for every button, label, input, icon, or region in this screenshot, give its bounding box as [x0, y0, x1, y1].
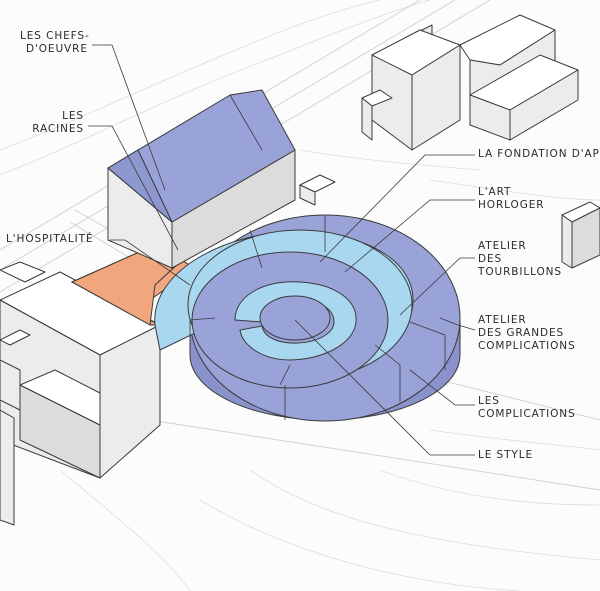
leader-lines — [88, 44, 476, 456]
label-chefs-doeuvre-line2: D'OEUVRE — [26, 43, 88, 55]
spiral-pavilion — [154, 214, 461, 422]
label-les-complications: LES COMPLICATIONS — [478, 395, 576, 421]
label-les-racines-line1: LES — [62, 110, 84, 122]
building-les-racines — [107, 89, 296, 269]
label-atelier-grandes-line3: COMPLICATIONS — [478, 340, 576, 352]
label-art-horloger-line2: HORLOGER — [478, 199, 545, 211]
label-fondation: LA FONDATION D'AP — [478, 148, 600, 160]
label-hospitalite: L'HOSPITALITÉ — [6, 233, 94, 245]
building-outbuilding — [299, 174, 336, 206]
label-atelier-tourbillons: ATELIER DES TOURBILLONS — [478, 240, 562, 279]
label-les-complications-line1: LES — [478, 395, 500, 407]
label-chefs-doeuvre: LES CHEFS- D'OEUVRE — [20, 30, 90, 56]
building-top-right — [361, 14, 579, 151]
label-les-complications-line2: COMPLICATIONS — [478, 408, 576, 420]
label-les-racines: LES RACINES — [30, 110, 84, 136]
label-art-horloger: L'ART HORLOGER — [478, 186, 544, 212]
label-atelier-grandes-complications: ATELIER DES GRANDES COMPLICATIONS — [478, 314, 576, 353]
label-le-style: LE STYLE — [478, 449, 533, 461]
label-atelier-grandes-line2: DES GRANDES — [478, 327, 565, 339]
label-art-horloger-line1: L'ART — [478, 186, 512, 198]
label-atelier-tourbillons-line1: ATELIER — [478, 240, 527, 252]
building-left — [0, 261, 161, 526]
label-atelier-tourbillons-line3: TOURBILLONS — [478, 266, 562, 278]
building-right-small — [561, 201, 600, 269]
label-atelier-grandes-line1: ATELIER — [478, 314, 527, 326]
label-chefs-doeuvre-line1: LES CHEFS- — [20, 30, 90, 42]
label-atelier-tourbillons-line2: DES — [478, 253, 503, 265]
label-les-racines-line2: RACINES — [32, 123, 84, 135]
